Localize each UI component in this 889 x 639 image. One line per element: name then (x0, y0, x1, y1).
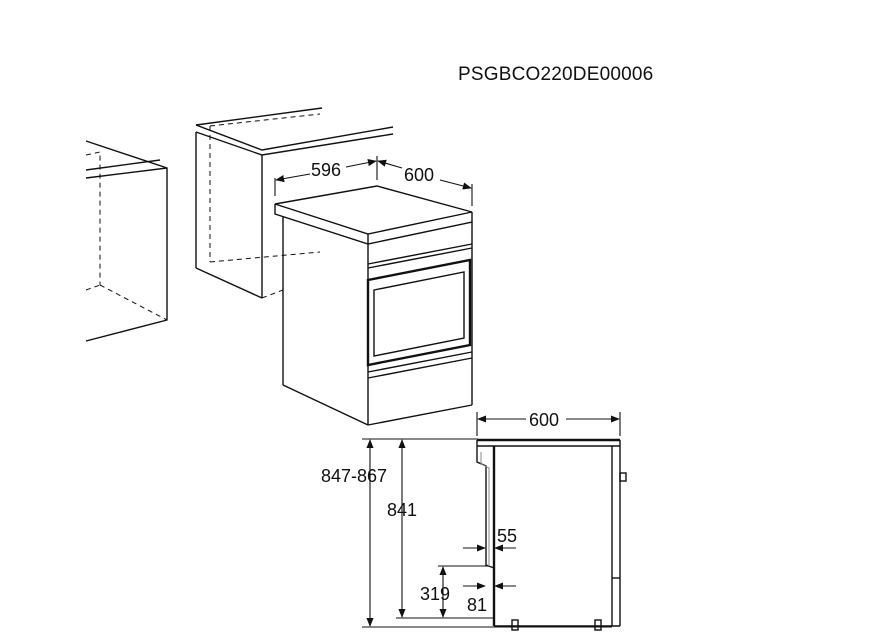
dimension-label-319: 319 (420, 584, 450, 604)
rear-gap-dimension: 55 (463, 526, 517, 552)
dimension-label-55: 55 (497, 526, 517, 546)
side-elevation-view (476, 438, 627, 631)
top-depth-dimension: 596 (274, 156, 378, 196)
lower-gap-dimension: 81 (463, 582, 516, 615)
top-width-dimension: 600 (377, 159, 473, 206)
kitchen-cabinet-left-icon (85, 140, 168, 342)
dimension-label-600-top: 600 (404, 165, 434, 185)
kitchen-cabinet-middle-icon (195, 107, 394, 299)
dimension-label-847-867: 847-867 (321, 466, 387, 486)
dimension-label-81: 81 (467, 595, 487, 615)
dimension-label-841: 841 (387, 500, 417, 520)
dimension-label-596: 596 (311, 160, 341, 180)
side-width-dimension: 600 (476, 410, 621, 436)
lower-height-dimension: 319 (420, 565, 488, 618)
height-adjustable-dimension: 847-867 (321, 438, 612, 628)
freestanding-cooker-icon (274, 185, 473, 426)
height-body-dimension: 841 (387, 439, 494, 619)
document-code: PSGBCO220DE00006 (458, 64, 654, 85)
dimension-label-600-side: 600 (529, 410, 559, 430)
